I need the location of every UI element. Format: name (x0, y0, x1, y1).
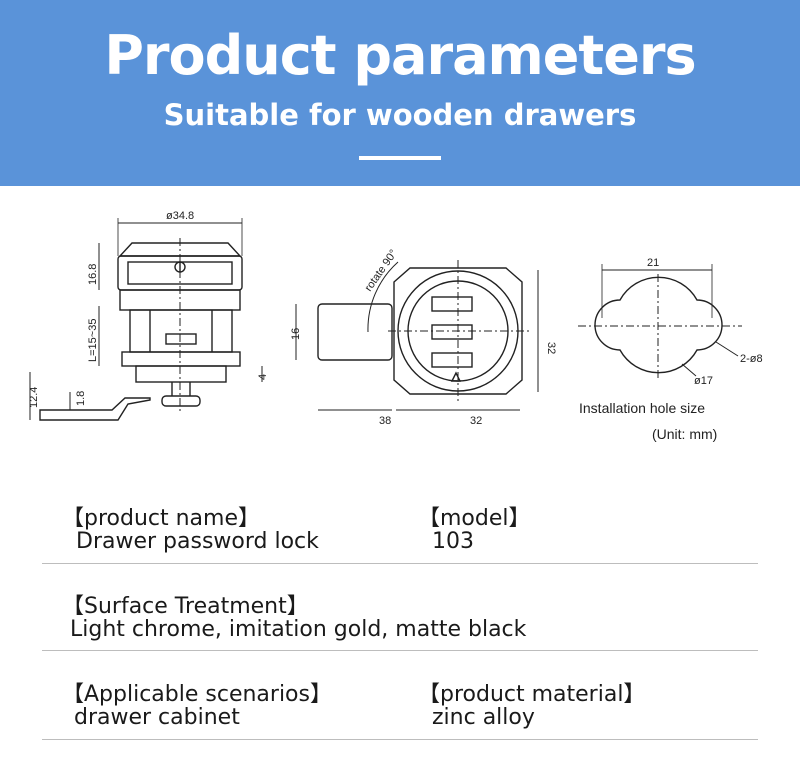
front-view-lock (29, 218, 263, 421)
dim-4: 4 (257, 374, 269, 380)
dim-diameter-34-8: ø34.8 (166, 210, 194, 222)
top-view-lock (295, 260, 539, 411)
model-value: 103 (432, 529, 474, 554)
product-material-value: zinc alloy (432, 705, 535, 730)
technical-drawing: ø34.8 16.8 L=15~35 4 1.8 12.4 rotate 90°… (28, 210, 763, 427)
divider-3 (42, 739, 758, 740)
installation-hole-unit: (Unit: mm) (652, 426, 718, 442)
model-label: 【model】 (418, 506, 531, 531)
dim-12-4: 12.4 (28, 387, 40, 408)
dim-height-16-8: 16.8 (87, 264, 99, 285)
surface-treatment-value: Light chrome, imitation gold, matte blac… (70, 617, 527, 642)
dim-length-l: L=15~35 (87, 319, 99, 362)
installation-hole-caption: Installation hole size (579, 400, 706, 416)
header-banner: Product parameters Suitable for wooden d… (0, 0, 800, 186)
product-name-label: 【product name】 (62, 506, 261, 531)
dim-1-8: 1.8 (75, 391, 87, 406)
dim-hole-21: 21 (647, 257, 659, 269)
dim-32-vertical: 32 (545, 342, 557, 354)
installation-hole-view (578, 264, 742, 378)
applicable-scenarios-value: drawer cabinet (74, 705, 240, 730)
page-subtitle: Suitable for wooden drawers (163, 98, 637, 132)
surface-treatment-label: 【Surface Treatment】 (62, 594, 309, 619)
dim-hole-8: 2-ø8 (740, 353, 763, 365)
title-underline (359, 156, 441, 160)
divider-1 (42, 563, 758, 564)
divider-2 (42, 650, 758, 651)
applicable-scenarios-label: 【Applicable scenarios】 (62, 682, 332, 707)
dim-16: 16 (290, 328, 302, 340)
dim-32-horizontal: 32 (470, 415, 482, 427)
dim-hole-17: ø17 (694, 375, 713, 387)
product-name-value: Drawer password lock (76, 529, 319, 554)
product-material-label: 【product material】 (418, 682, 646, 707)
page-title: Product parameters (104, 24, 696, 87)
dim-38: 38 (379, 415, 391, 427)
